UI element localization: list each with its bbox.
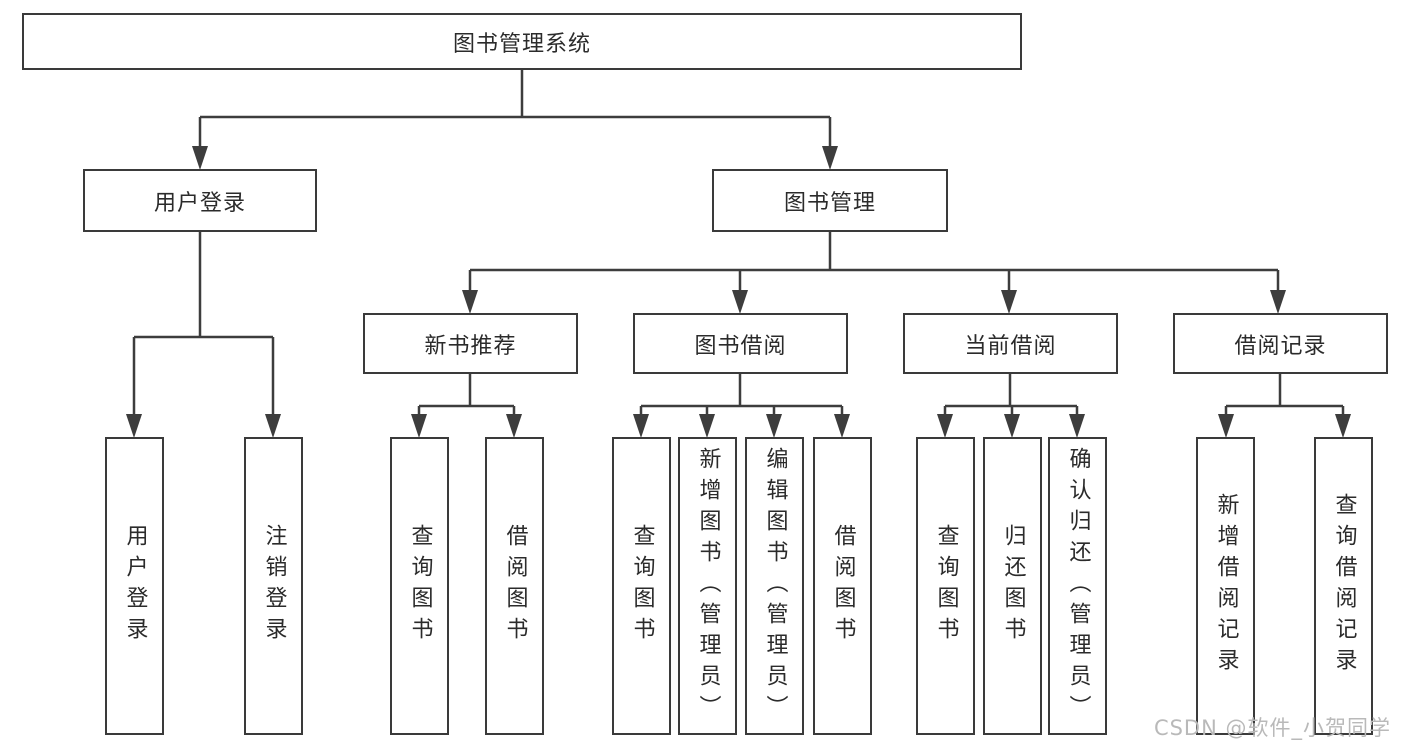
node-query-books-leaf: 查询图书: [916, 437, 975, 735]
node-borrow-books-leaf: 借阅图书: [813, 437, 872, 735]
node-query-books-leaf: 查询图书: [390, 437, 449, 735]
node-label: 新增借阅记录: [1213, 493, 1239, 679]
node-label: 借阅图书: [502, 524, 528, 648]
node-add-books-admin-leaf: 新增图书（管理员）: [678, 437, 737, 735]
node-label: 图书管理系统: [452, 31, 591, 57]
node-new-book-recommend: 新书推荐: [363, 313, 578, 374]
node-user-login-leaf: 用户登录: [105, 437, 164, 735]
node-label: 借阅图书: [830, 524, 856, 648]
node-label: 新增图书（管理员）: [695, 446, 721, 726]
node-add-borrow-record-leaf: 新增借阅记录: [1196, 437, 1255, 735]
csdn-watermark: CSDN @软件_小贺同学: [1153, 716, 1391, 740]
node-label: 注销登录: [261, 524, 287, 648]
node-confirm-return-admin-leaf: 确认归还（管理员）: [1048, 437, 1107, 735]
node-return-books-leaf: 归还图书: [983, 437, 1042, 735]
node-label: 图书管理: [783, 190, 876, 216]
node-label: 用户登录: [153, 190, 246, 216]
node-label: 确认归还（管理员）: [1065, 446, 1091, 726]
node-borrowing-records: 借阅记录: [1173, 313, 1388, 374]
node-book-management-branch: 图书管理: [712, 169, 948, 232]
node-label: 图书借阅: [694, 333, 787, 359]
node-label: 查询图书: [629, 524, 655, 648]
node-borrow-books-leaf: 借阅图书: [485, 437, 544, 735]
node-logout-leaf: 注销登录: [244, 437, 303, 735]
node-current-borrowing: 当前借阅: [903, 313, 1118, 374]
node-edit-books-admin-leaf: 编辑图书（管理员）: [745, 437, 804, 735]
node-label: 用户登录: [122, 524, 148, 648]
node-library-management-system: 图书管理系统: [22, 13, 1022, 70]
node-label: 当前借阅: [964, 333, 1057, 359]
node-label: 新书推荐: [424, 333, 517, 359]
node-query-books-leaf: 查询图书: [612, 437, 671, 735]
node-book-borrowing: 图书借阅: [633, 313, 848, 374]
node-label: 编辑图书（管理员）: [762, 446, 788, 726]
node-label: 查询图书: [933, 524, 959, 648]
node-label: 查询借阅记录: [1331, 493, 1357, 679]
node-user-login-branch: 用户登录: [83, 169, 317, 232]
node-label: 借阅记录: [1234, 333, 1327, 359]
node-label: 查询图书: [407, 524, 433, 648]
node-query-borrow-record-leaf: 查询借阅记录: [1314, 437, 1373, 735]
node-label: 归还图书: [1000, 524, 1026, 648]
